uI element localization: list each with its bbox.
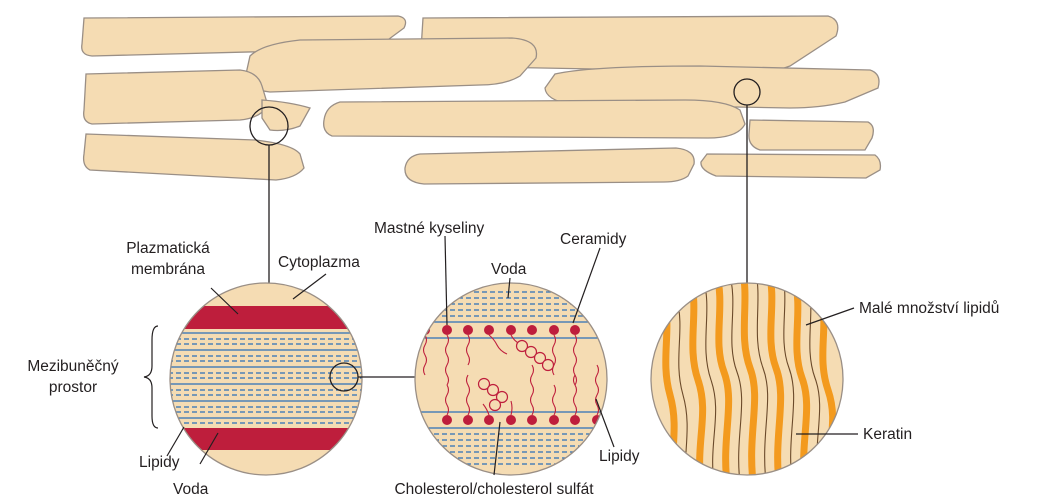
label-lipids-left: Lipidy	[139, 454, 180, 471]
corneocyte	[262, 100, 310, 131]
corneocyte-layer	[82, 16, 881, 184]
corneocyte	[324, 100, 745, 138]
corneocyte	[749, 120, 873, 150]
label-cytoplasm: Cytoplazma	[278, 254, 360, 271]
label-cholesterol: Cholesterol/cholesterol sulfát	[394, 481, 594, 498]
label-keratin: Keratin	[863, 426, 912, 443]
label-fatty-acids: Mastné kyseliny	[374, 220, 485, 237]
label-small-lipids: Malé množství lipidů	[859, 300, 999, 317]
lipid-bilayer-detail	[410, 283, 612, 475]
corneocyte	[405, 148, 694, 184]
corneocyte	[84, 134, 304, 180]
label-water-middle: Voda	[491, 261, 527, 278]
corneocyte-interior-detail	[651, 268, 843, 490]
label-water-left: Voda	[173, 481, 209, 498]
corneocyte	[701, 154, 881, 178]
label-intercellular-line1: Mezibuněčný	[27, 358, 119, 375]
corneocyte	[246, 38, 537, 92]
label-intercellular-line2: prostor	[49, 379, 97, 396]
intercellular-detail	[160, 283, 372, 475]
corneocyte	[84, 70, 268, 124]
label-plasma-membrane-line1: Plazmatická	[126, 240, 210, 257]
label-lipids-middle: Lipidy	[599, 448, 640, 465]
label-ceramides: Ceramidy	[560, 231, 627, 248]
label-plasma-membrane-line2: membrána	[131, 261, 205, 278]
